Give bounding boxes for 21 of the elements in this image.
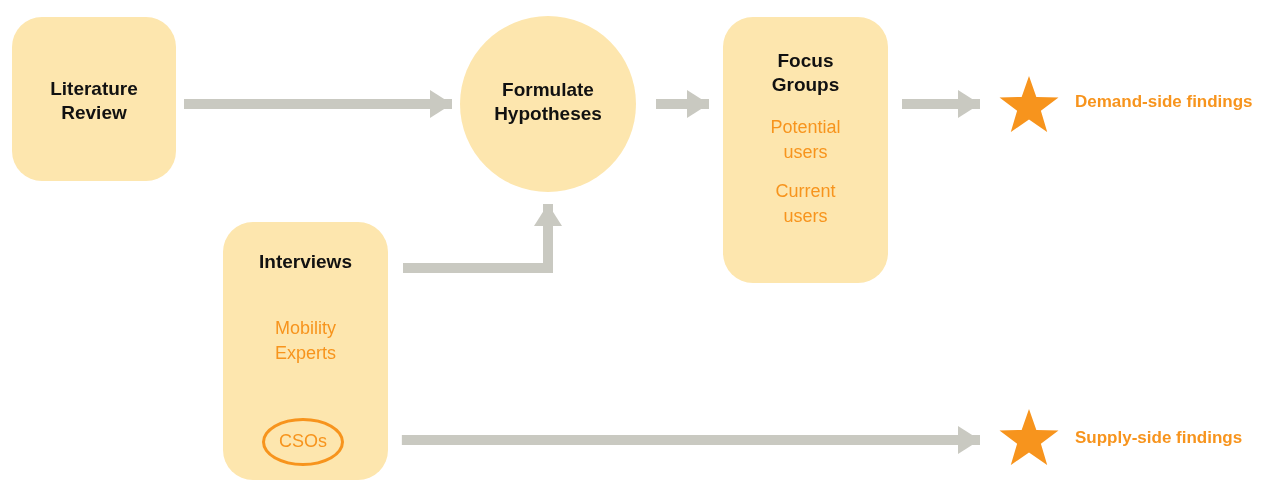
- highlight-oval: [262, 418, 344, 466]
- process-box: [723, 17, 888, 283]
- process-box: [223, 222, 388, 480]
- star-icon: [998, 74, 1060, 132]
- node-label: Mobility Experts: [274, 316, 337, 365]
- arrow: [401, 426, 980, 454]
- node-title: Focus Groups: [770, 49, 841, 97]
- process-box: [12, 17, 176, 181]
- node-label: Potential users: [769, 115, 842, 164]
- star-icon: [998, 407, 1060, 465]
- arrow: [656, 90, 709, 118]
- node-title: Literature Review: [49, 77, 139, 125]
- caption-text: Supply-side findings: [1075, 428, 1243, 448]
- node-title: Formulate Hypotheses: [493, 78, 603, 126]
- node-title: Interviews: [258, 250, 353, 274]
- arrow: [902, 90, 980, 118]
- arrow: [184, 90, 452, 118]
- caption-text: Demand-side findings: [1075, 92, 1253, 112]
- node-label: CSOs: [279, 430, 327, 454]
- arrow: [403, 204, 562, 273]
- node-label: Current users: [774, 179, 837, 229]
